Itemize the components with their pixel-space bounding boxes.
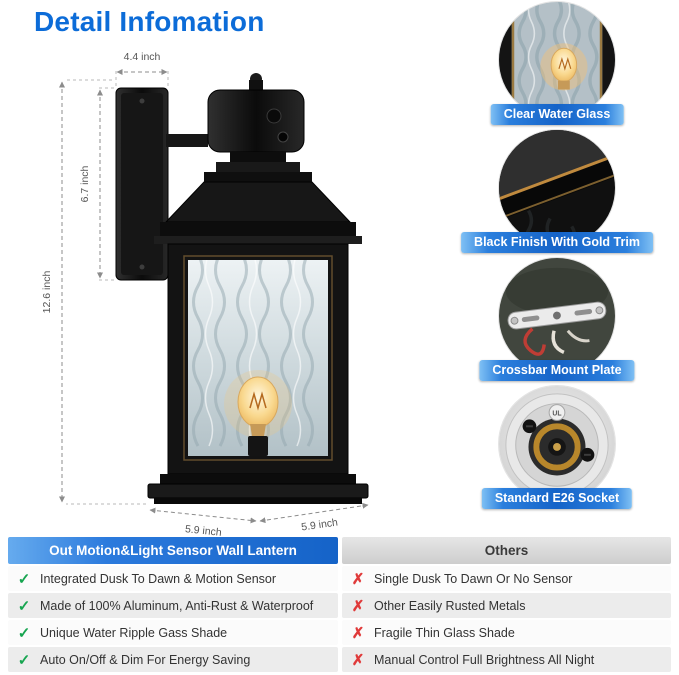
feature-callouts: Clear Water Glass Black Finish With Gold… — [444, 0, 670, 512]
lantern-dimension-drawing: 4.4 inch 6.7 inch 12.6 inch 5.9 inch 5.9… — [41, 51, 369, 539]
lantern-roof — [154, 181, 362, 244]
comparison-row: ✓ Integrated Dusk To Dawn & Motion Senso… — [8, 566, 671, 591]
cross-icon: ✗ — [351, 597, 365, 615]
dimension-plate-width: 4.4 inch — [115, 51, 169, 86]
dimension-diagram: 4.4 inch 6.7 inch 12.6 inch 5.9 inch 5.9… — [20, 44, 440, 539]
check-icon: ✓ — [17, 570, 31, 588]
comparison-row: ✓ Made of 100% Aluminum, Anti-Rust & Wat… — [8, 593, 671, 618]
wall-mount-plate — [115, 87, 169, 281]
gold-trim-line — [183, 255, 333, 461]
check-icon: ✓ — [17, 651, 31, 669]
callout-black-finish: Black Finish With Gold Trim — [444, 130, 670, 256]
check-icon: ✓ — [17, 597, 31, 615]
page-title: Detail Infomation — [34, 6, 265, 37]
crossbar-mount-photo — [499, 258, 615, 374]
con-text: Fragile Thin Glass Shade — [374, 625, 515, 640]
con-text: Other Easily Rusted Metals — [374, 598, 526, 613]
comparison-left-header: Out Motion&Light Sensor Wall Lantern — [8, 537, 338, 564]
pro-text: Made of 100% Aluminum, Anti-Rust & Water… — [40, 598, 314, 613]
callout-banner: Crossbar Mount Plate — [479, 360, 635, 381]
dimension-upper-height: 6.7 inch — [79, 87, 114, 281]
con-text: Single Dusk To Dawn Or No Sensor — [374, 571, 573, 586]
comparison-header-row: Out Motion&Light Sensor Wall Lantern Oth… — [8, 537, 671, 564]
lantern-base — [147, 474, 369, 504]
comparison-table: Out Motion&Light Sensor Wall Lantern Oth… — [8, 537, 671, 674]
callout-banner: Standard E26 Socket — [481, 488, 633, 509]
pro-text: Auto On/Off & Dim For Energy Saving — [40, 652, 251, 667]
e26-socket-photo: UL — [499, 386, 615, 502]
e26-socket-photo-svg: UL — [499, 386, 615, 502]
comparison-right-header: Others — [342, 537, 671, 564]
pro-text: Unique Water Ripple Gass Shade — [40, 625, 228, 640]
dim-total-height-label: 12.6 inch — [41, 271, 53, 314]
dimension-annotations: 4.4 inch 6.7 inch 12.6 inch 5.9 inch 5.9… — [41, 51, 369, 539]
callout-banner: Clear Water Glass — [490, 104, 624, 125]
lantern-body — [167, 243, 349, 475]
con-text: Manual Control Full Brightness All Night — [374, 652, 595, 667]
dim-base-depth-label: 5.9 inch — [301, 517, 339, 534]
clear-water-glass-photo — [499, 2, 615, 118]
check-icon: ✓ — [17, 624, 31, 642]
cross-icon: ✗ — [351, 624, 365, 642]
callout-crossbar-mount: Crossbar Mount Plate — [444, 258, 670, 384]
pro-text: Integrated Dusk To Dawn & Motion Sensor — [40, 571, 277, 586]
dimension-base-width: 5.9 inch — [149, 507, 257, 539]
callout-banner: Black Finish With Gold Trim — [461, 232, 653, 253]
cross-icon: ✗ — [351, 651, 365, 669]
clear-water-glass-photo-svg — [499, 2, 615, 118]
dimension-total-height: 12.6 inch — [41, 79, 146, 505]
callout-clear-water-glass: Clear Water Glass — [444, 2, 670, 128]
black-finish-photo-svg — [499, 130, 615, 246]
dim-upper-height-label: 6.7 inch — [79, 165, 91, 202]
comparison-row: ✓ Auto On/Off & Dim For Energy Saving ✗ … — [8, 647, 671, 672]
mount-arm — [166, 134, 208, 147]
wall-lantern-illustration — [115, 73, 369, 504]
edison-bulb — [224, 370, 292, 456]
callout-e26-socket: UL Standard E26 Socket — [444, 386, 670, 512]
cross-icon: ✗ — [351, 570, 365, 588]
motion-sensor-head — [204, 73, 312, 182]
dim-base-width-label: 5.9 inch — [184, 523, 222, 536]
crossbar-mount-photo-svg — [499, 258, 615, 374]
black-finish-photo — [499, 130, 615, 246]
dim-plate-width-label: 4.4 inch — [124, 51, 161, 63]
dimension-base-depth: 5.9 inch — [259, 502, 369, 534]
comparison-row: ✓ Unique Water Ripple Gass Shade ✗ Fragi… — [8, 620, 671, 645]
ul-mark: UL — [552, 410, 561, 417]
